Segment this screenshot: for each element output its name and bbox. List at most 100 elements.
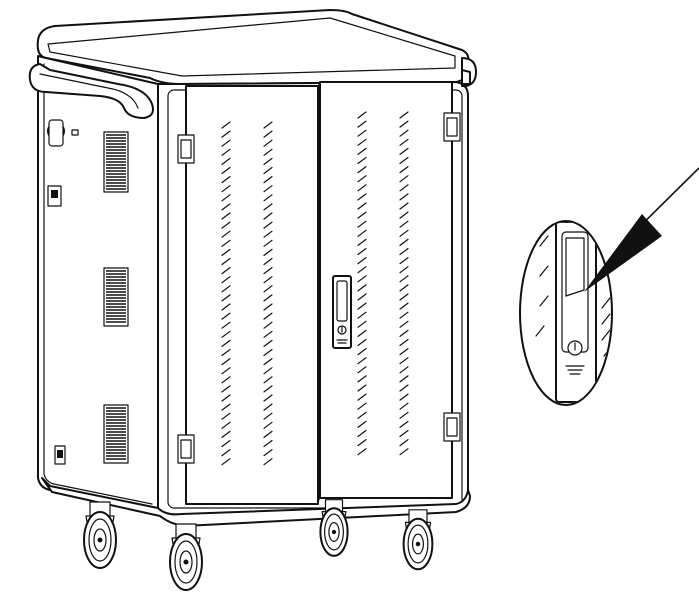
vent-slot (221, 303, 231, 311)
vent-slot (399, 166, 409, 174)
vent-slot (263, 230, 273, 238)
vent-slot (357, 129, 367, 137)
vent-slot (357, 111, 367, 119)
vent-slot (357, 275, 367, 283)
vent-slot (263, 267, 273, 275)
vent-slot (357, 120, 367, 128)
vent-slot (357, 429, 367, 438)
vent-slot (263, 185, 273, 193)
vent-slot (221, 185, 231, 193)
caster-wheel (319, 499, 349, 557)
vent-slot (263, 312, 273, 320)
vent-slot (263, 412, 273, 420)
vent-slot (263, 239, 273, 247)
vent-slot (357, 375, 367, 383)
vent-slot (221, 248, 231, 256)
vent-slot (263, 358, 273, 366)
side-grille (103, 404, 129, 464)
vent-slot (263, 257, 273, 266)
caster-wheel (83, 501, 117, 569)
vent-slot (399, 202, 409, 210)
vent-slot (399, 229, 409, 237)
vent-slot (357, 211, 367, 219)
vent-slot (263, 376, 273, 384)
vent-slot (221, 430, 231, 438)
side-vents (103, 131, 129, 464)
vent-slot (357, 202, 367, 210)
vent-slot (399, 147, 409, 155)
vent-slot (263, 276, 273, 284)
vent-slot (263, 430, 273, 438)
vent-slot (221, 421, 231, 429)
cart-base (41, 477, 471, 527)
vent-slot (263, 294, 273, 302)
vent-slot (357, 138, 367, 146)
vent-slot (221, 221, 231, 229)
vent-slot (221, 449, 231, 457)
vent-slot (221, 148, 231, 156)
vent-slot (221, 203, 231, 211)
vent-slot (221, 230, 231, 238)
vent-slot (263, 148, 273, 156)
vent-slot (357, 411, 367, 419)
vent-slot (399, 211, 409, 219)
vent-slot (357, 348, 367, 356)
cart-front-frame (157, 57, 477, 519)
vent-slot (221, 285, 231, 293)
vent-slot (221, 330, 231, 338)
vent-slot (357, 175, 367, 183)
vent-slot (263, 385, 273, 393)
vent-slot (357, 193, 367, 201)
vent-slot (399, 302, 409, 310)
vent-slot (263, 303, 273, 311)
vent-slot (221, 239, 231, 247)
cart-side-panel (37, 55, 159, 513)
vent-slot (357, 338, 367, 347)
vent-slot (399, 184, 409, 192)
vent-slot (263, 458, 273, 466)
vent-slot (357, 156, 367, 165)
vent-slot (357, 166, 367, 174)
vent-slot (357, 147, 367, 155)
push-handle (28, 63, 154, 119)
door-vents (221, 111, 409, 466)
vent-slot (399, 384, 409, 392)
door-lock-handle (332, 275, 352, 349)
vent-slot (221, 176, 231, 184)
vent-slot (263, 139, 273, 147)
vent-slot (399, 448, 409, 456)
vent-slot (399, 348, 409, 356)
vent-slot (221, 121, 231, 129)
vent-slot (221, 294, 231, 302)
vent-slot (221, 439, 231, 448)
hinges (177, 112, 461, 464)
vent-slot (357, 266, 367, 274)
vent-slot (263, 348, 273, 357)
vent-slot (263, 394, 273, 402)
callout-arrow-icon (584, 167, 699, 292)
vent-slot (263, 166, 273, 175)
vent-slot (399, 357, 409, 365)
vent-slot (357, 393, 367, 401)
vent-slot (399, 375, 409, 383)
vent-slot (399, 247, 409, 256)
vent-slot (399, 257, 409, 265)
vent-slot (221, 412, 231, 420)
vent-slot (221, 339, 231, 347)
vent-slot (357, 257, 367, 265)
vent-slot (357, 448, 367, 456)
vent-slot (357, 420, 367, 428)
vent-slot (263, 439, 273, 448)
vent-slot (399, 393, 409, 401)
vent-slot (263, 121, 273, 129)
vent-slot (221, 267, 231, 275)
vent-slot (221, 367, 231, 375)
vent-slot (357, 238, 367, 246)
vent-slot (263, 449, 273, 457)
vent-slot (399, 220, 409, 228)
vent-slot (399, 420, 409, 428)
vent-slot (263, 321, 273, 329)
vent-slot (399, 120, 409, 128)
vent-slot (263, 221, 273, 229)
vent-slot (399, 402, 409, 410)
